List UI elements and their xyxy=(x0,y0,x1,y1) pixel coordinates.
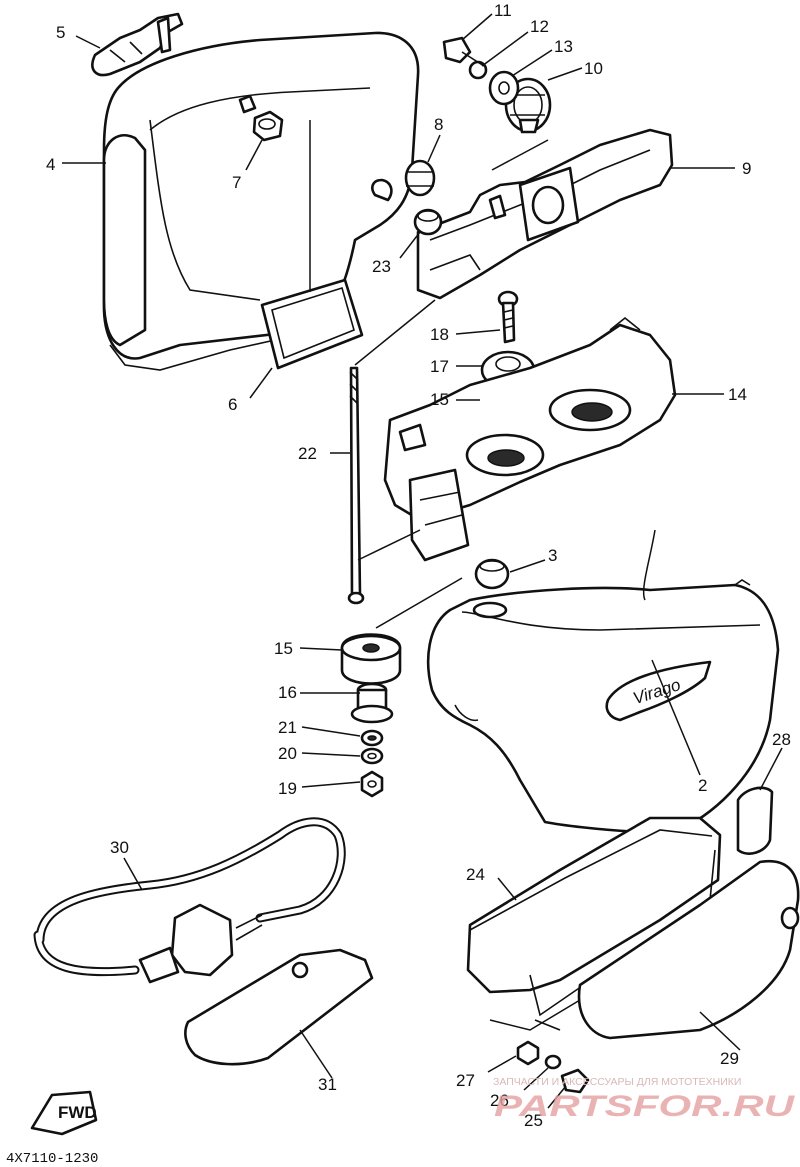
callout-20: 20 xyxy=(278,744,297,763)
bolt-7 xyxy=(252,110,284,142)
callout-22: 22 xyxy=(298,444,317,463)
side-cover-29 xyxy=(577,859,800,1040)
cover-31 xyxy=(184,948,374,1066)
callout-30: 30 xyxy=(110,838,129,857)
collar-16 xyxy=(350,682,394,724)
grommet-3 xyxy=(474,558,510,590)
callout-26: 26 xyxy=(490,1091,509,1110)
callout-5: 5 xyxy=(56,23,65,42)
callout-18: 18 xyxy=(430,325,449,344)
watermark-site: PARTSFOR.RU xyxy=(494,1090,796,1123)
callout-29: 29 xyxy=(720,1049,739,1068)
callout-11: 11 xyxy=(494,1,512,20)
callout-21: 21 xyxy=(278,718,297,737)
washer-20 xyxy=(360,747,384,765)
diagram-code: 4X7110-1230 xyxy=(6,1151,98,1167)
nut-27 xyxy=(516,1040,540,1066)
callout-15b: 15 xyxy=(274,639,293,658)
fwd-label: FWD xyxy=(58,1103,97,1122)
washer-21 xyxy=(360,729,384,747)
fuel-hose-30 xyxy=(33,817,346,984)
watermark-caption: ЗАПЧАСТИ И АКСЕССУАРЫ ДЛЯ МОТОТЕХНИКИ xyxy=(493,1076,741,1088)
callout-25: 25 xyxy=(524,1111,543,1130)
tank-cap xyxy=(91,12,184,77)
callout-9: 9 xyxy=(742,159,751,178)
grommet-8 xyxy=(404,159,436,197)
emblem-28 xyxy=(736,786,774,855)
callout-19: 19 xyxy=(278,779,297,798)
watermark: ЗАПЧАСТИ И АКСЕССУАРЫ ДЛЯ МОТОТЕХНИКИ PA… xyxy=(493,1076,796,1123)
lower-bracket xyxy=(383,316,677,562)
callout-31: 31 xyxy=(318,1075,337,1094)
washer-13 xyxy=(488,70,520,106)
rod-22 xyxy=(347,366,365,605)
callout-14: 14 xyxy=(728,385,747,404)
nut-19 xyxy=(360,770,384,798)
callout-4: 4 xyxy=(46,155,55,174)
callout-7: 7 xyxy=(232,173,241,192)
bolt-11 xyxy=(442,36,485,67)
assembly-lines xyxy=(309,120,656,1031)
callout-2: 2 xyxy=(698,776,707,795)
callout-15: 15 xyxy=(430,390,449,409)
gasket-6 xyxy=(260,278,364,370)
main-fuel-tank: Virago xyxy=(426,579,780,834)
washer-26 xyxy=(544,1054,562,1070)
rear-fuel-tank xyxy=(102,31,420,371)
grommet-23 xyxy=(413,208,443,236)
bolt-18 xyxy=(497,290,519,344)
callout-27: 27 xyxy=(456,1071,475,1090)
callout-23: 23 xyxy=(372,257,391,276)
callout-12: 12 xyxy=(530,17,549,36)
callout-8: 8 xyxy=(434,115,443,134)
callout-17: 17 xyxy=(430,357,449,376)
damper-15-lower xyxy=(340,633,402,685)
callout-labels: 2 3 4 5 6 7 8 9 10 11 12 13 14 15 15 16 xyxy=(46,1,791,1130)
callout-16: 16 xyxy=(278,683,297,702)
callout-28: 28 xyxy=(772,730,791,749)
forward-marker: FWD xyxy=(30,1090,98,1136)
callout-3: 3 xyxy=(548,546,557,565)
callout-10: 10 xyxy=(584,59,603,78)
callout-13: 13 xyxy=(554,37,573,56)
upper-bracket xyxy=(416,128,674,300)
callout-24: 24 xyxy=(466,865,485,884)
callout-6: 6 xyxy=(228,395,237,414)
